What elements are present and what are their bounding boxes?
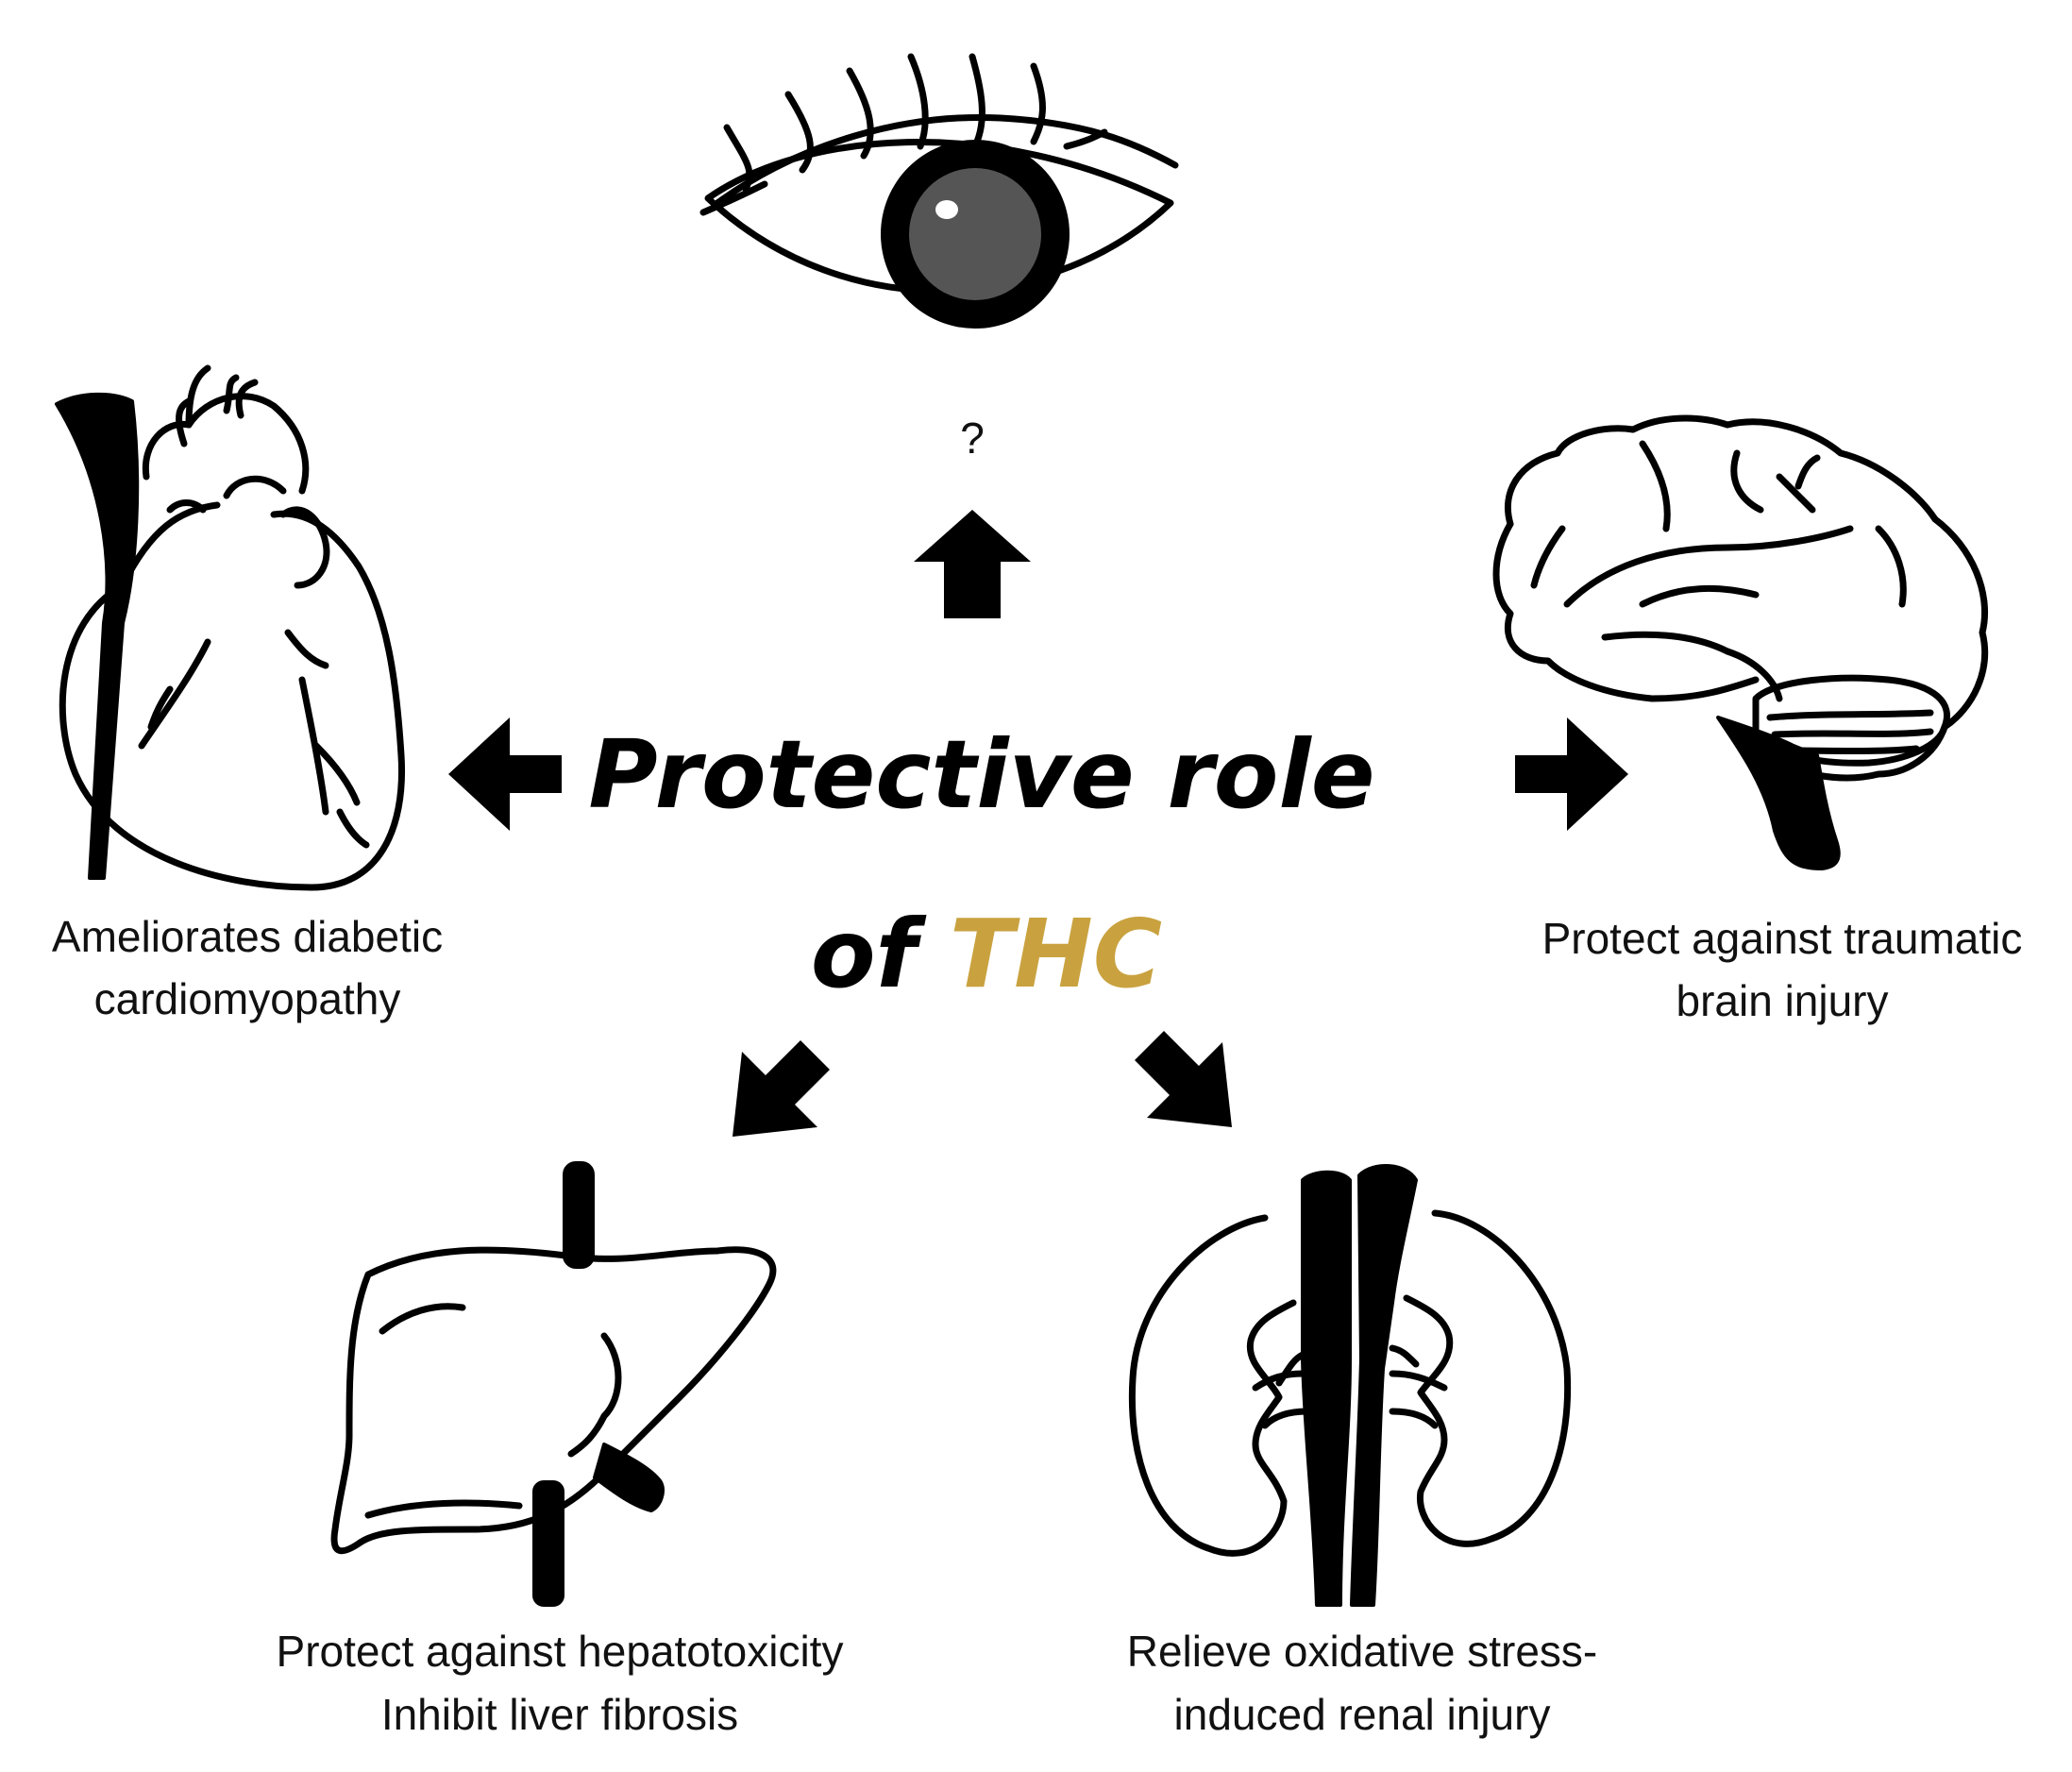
eye-caption: ? bbox=[960, 413, 985, 463]
kidney-caption-line2: induced renal injury bbox=[1174, 1690, 1551, 1739]
eye-iris bbox=[909, 168, 1041, 300]
heart-icon bbox=[55, 364, 406, 891]
eye-icon bbox=[699, 53, 1179, 329]
liver-caption-line1: Protect against hepatotoxicity bbox=[277, 1627, 844, 1676]
brain-caption-line1: Protect against traumatic bbox=[1542, 914, 2023, 963]
arrow-right bbox=[1515, 717, 1628, 831]
arrow-down-left bbox=[733, 1040, 830, 1137]
kidney-icon bbox=[1128, 1163, 1572, 1607]
arrow-left bbox=[448, 717, 562, 831]
heart-caption-line1: Ameliorates diabetic bbox=[52, 912, 443, 961]
arrow-down-right bbox=[1135, 1031, 1232, 1127]
title-highlight-thc: THC bbox=[950, 899, 1162, 1009]
arrow-up bbox=[914, 510, 1031, 618]
brain-caption-line2: brain injury bbox=[1676, 976, 1889, 1025]
heart-caption-line2: cardiomyopathy bbox=[94, 974, 401, 1023]
title-line2-prefix: of bbox=[811, 899, 950, 1009]
liver-caption-line2: Inhibit liver fibrosis bbox=[381, 1690, 738, 1739]
title-line2: of THC bbox=[811, 899, 1162, 1009]
brain-icon bbox=[1492, 414, 1989, 870]
title-line1: Protective role bbox=[588, 719, 1374, 830]
kidney-caption-line1: Relieve oxidative stress- bbox=[1127, 1627, 1598, 1676]
liver-icon bbox=[330, 1161, 777, 1607]
